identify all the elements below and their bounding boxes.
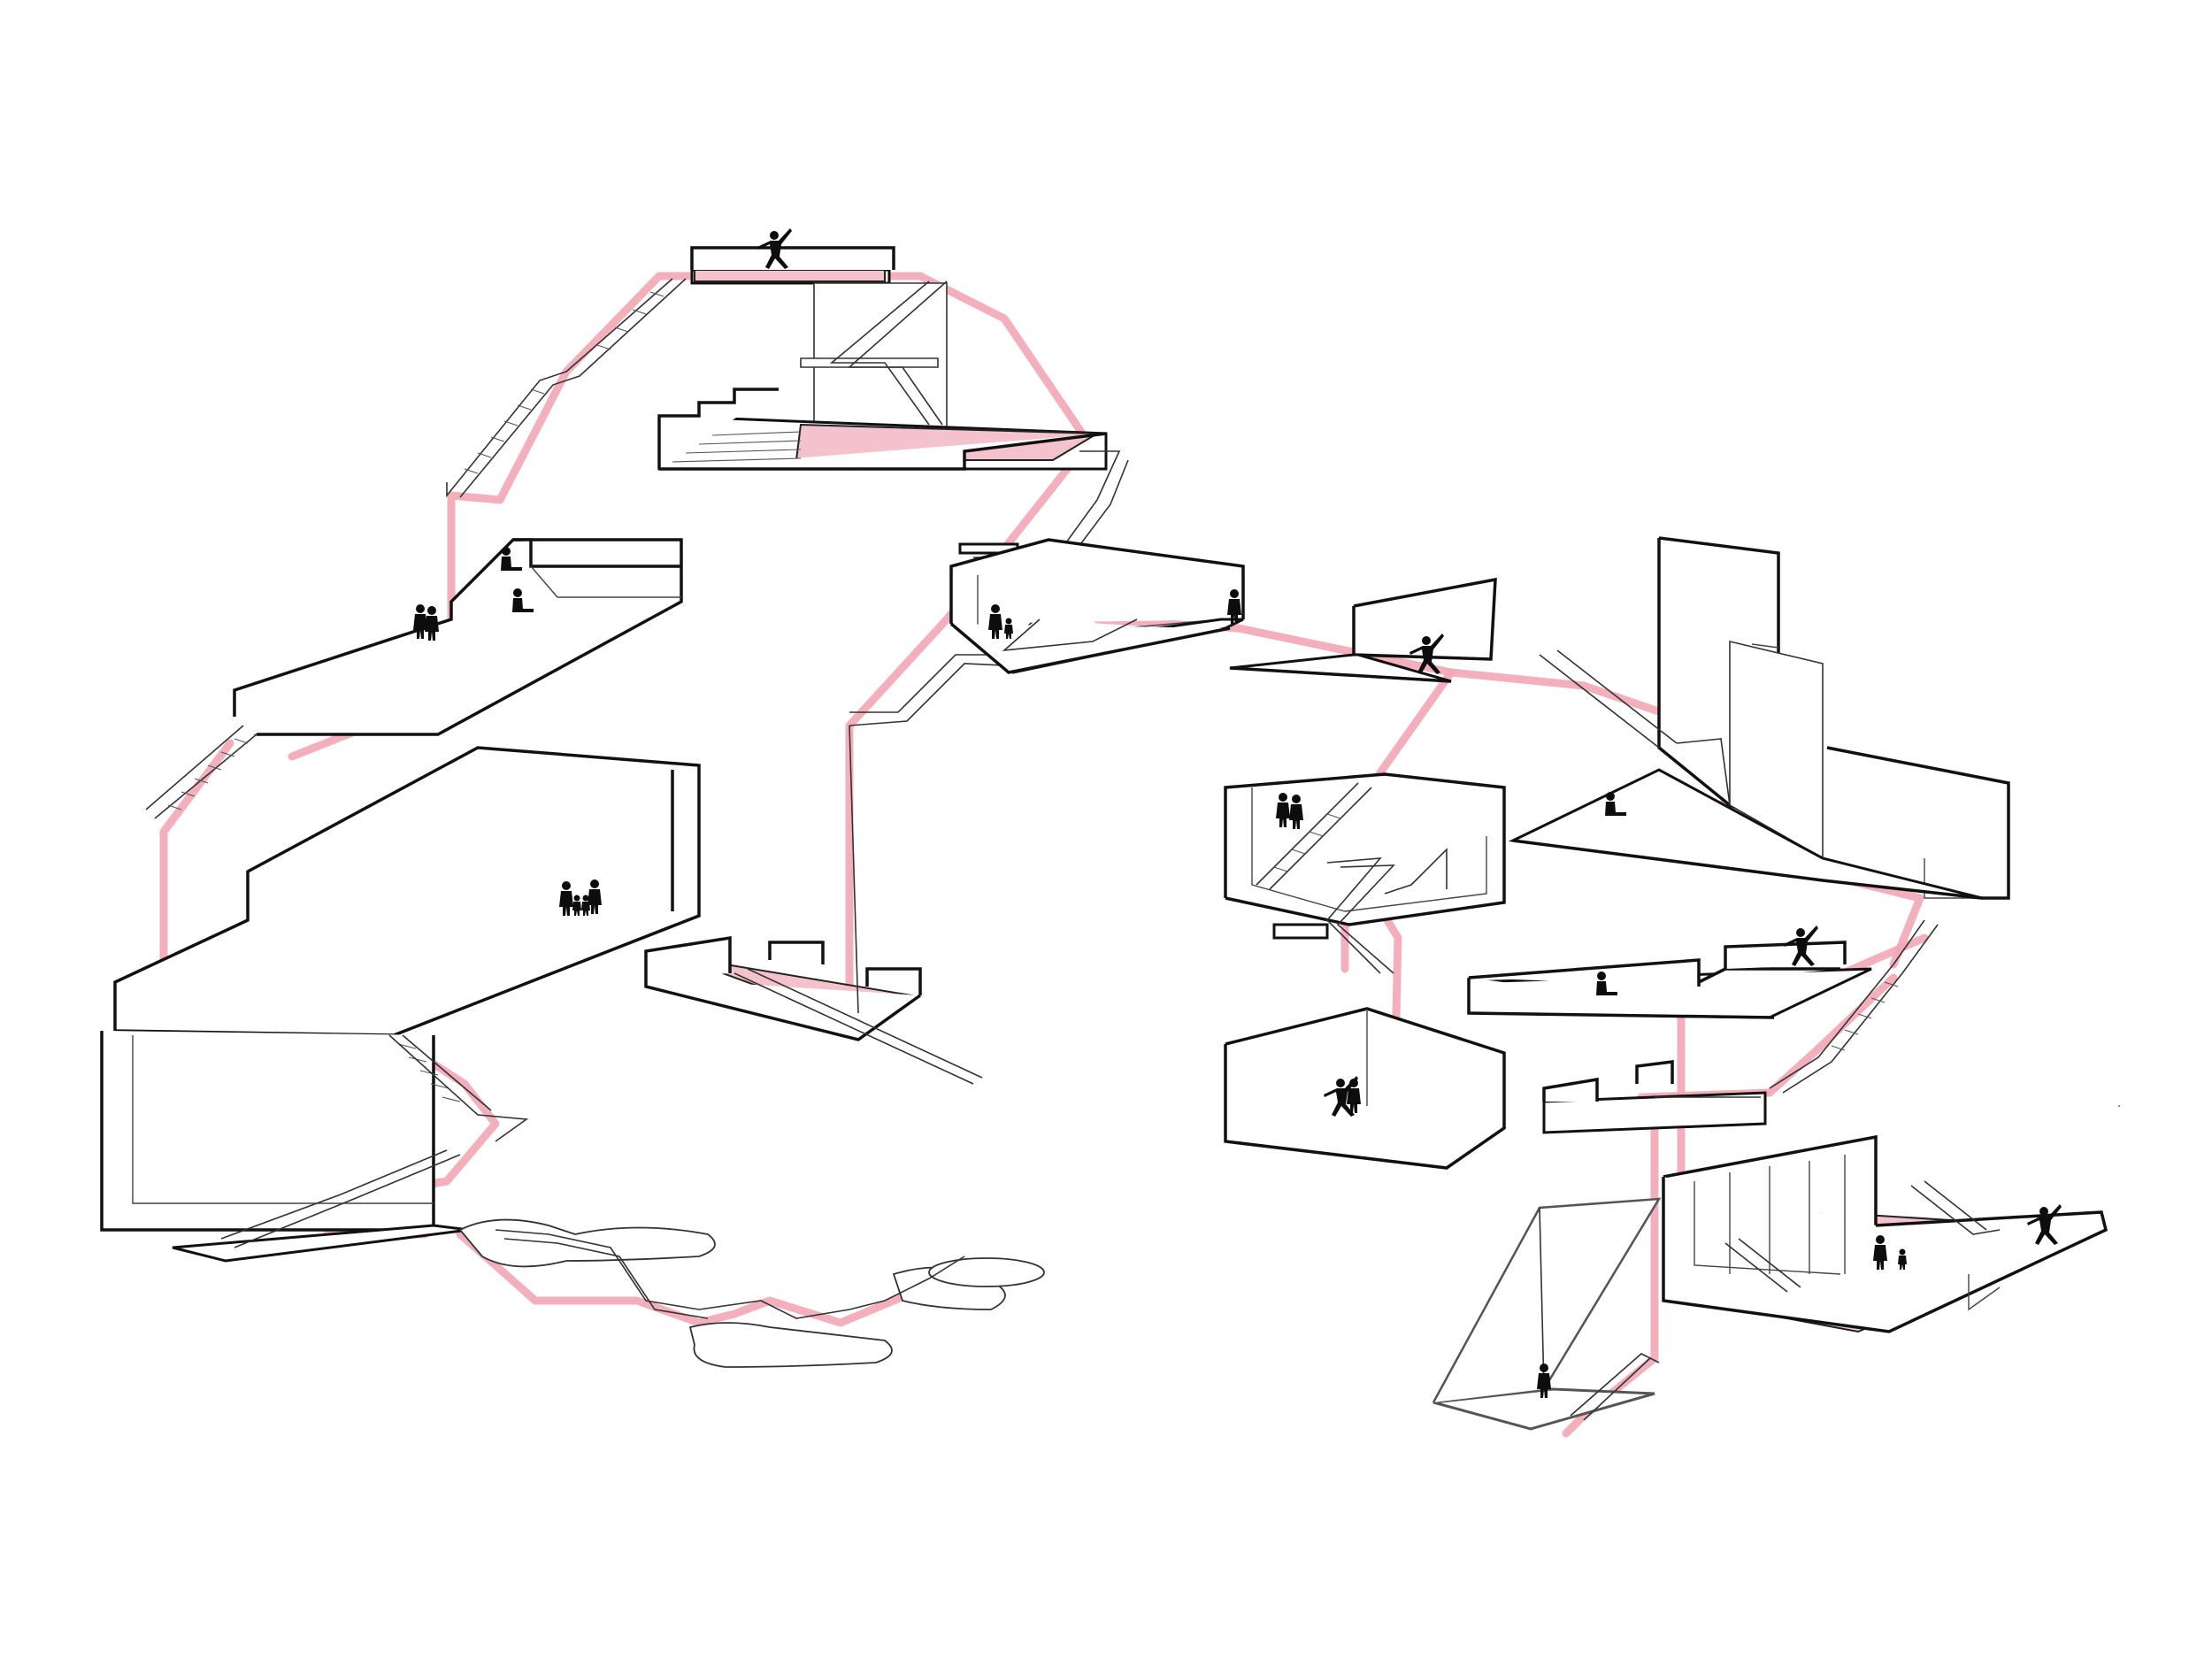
- lower-left-base: [100, 1031, 529, 1263]
- right-tower-plaza: [1508, 536, 2010, 900]
- stepping-stone-path: [458, 1218, 1045, 1368]
- center-mid-room: [1224, 772, 1506, 974]
- large-left-hall: [113, 746, 701, 1037]
- right-lower-hall: [1662, 1134, 2108, 1333]
- bottom-right-frame: [1432, 1197, 1662, 1431]
- stair-rooftop-left: [446, 278, 687, 498]
- right-terrace: [1467, 919, 1939, 1094]
- upper-amphitheater-hall: [657, 282, 1108, 471]
- center-top-room: [949, 538, 1245, 674]
- right-small-ledge: [1542, 1060, 1767, 1134]
- center-small-court: [644, 725, 983, 1085]
- stray-mark: [2117, 1104, 2121, 1108]
- ballroom: [1224, 1007, 1507, 1170]
- center-wedge-room: [1229, 577, 1497, 683]
- upper-left-lounge: [233, 538, 683, 736]
- stair-center-top-left: [849, 450, 1129, 726]
- rooftop-terrace: [690, 228, 895, 285]
- stair-rooftop-right: [829, 280, 948, 426]
- stair-lounge-down: [145, 725, 257, 819]
